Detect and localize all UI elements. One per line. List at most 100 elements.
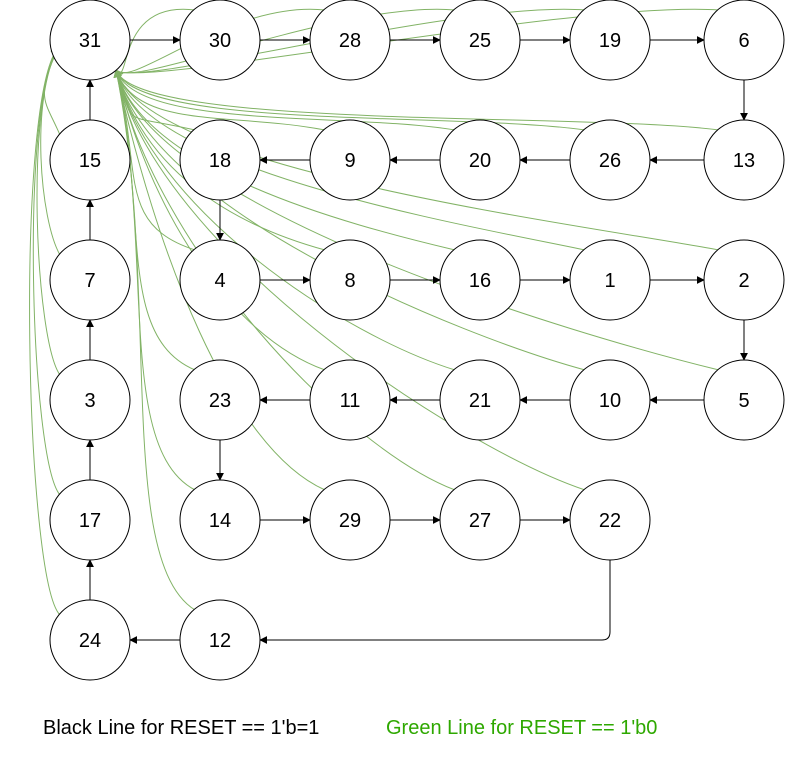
state-node-24: 24 [49,599,131,681]
state-label: 9 [344,150,355,172]
state-circle [439,479,521,561]
state-node-15: 15 [49,119,131,201]
state-label: 15 [79,150,101,172]
state-circle [439,0,521,81]
state-circle [49,0,131,81]
state-label: 22 [599,510,621,532]
state-circle [179,359,261,441]
reset-low-edge-n9-to-n31 [114,69,326,131]
state-node-26: 26 [569,119,651,201]
state-label: 12 [209,630,231,652]
state-label: 6 [738,30,749,52]
state-circle [569,359,651,441]
state-label: 24 [79,630,101,652]
state-circle [49,479,131,561]
state-node-2: 2 [703,239,785,321]
reset-low-edge-n22-to-n31 [113,69,586,491]
state-label: 20 [469,150,491,172]
state-node-21: 21 [439,359,521,441]
state-circle [309,0,391,81]
legend-reset-low: Green Line for RESET == 1'b0 [386,717,658,739]
state-label: 27 [469,510,491,532]
state-circle [179,0,261,81]
state-node-9: 9 [309,119,391,201]
state-circle [569,239,651,321]
state-circle [309,239,391,321]
state-node-18: 18 [179,119,261,201]
reset-low-edge-n27-to-n31 [113,69,456,491]
state-label: 5 [738,390,749,412]
state-label: 10 [599,390,621,412]
reset-low-edge-n3-to-n31 [36,47,61,376]
state-circle [569,119,651,201]
legend-reset-high: Black Line for RESET == 1'b=1 [43,717,320,739]
state-label: 26 [599,150,621,172]
state-node-29: 29 [309,479,391,561]
state-circle [49,239,131,321]
reset-high-transitions [86,36,748,644]
state-node-1: 1 [569,239,651,321]
state-circle [439,359,521,441]
state-circle [439,239,521,321]
state-label: 16 [469,270,491,292]
reset-low-edge-n25-to-n31 [115,8,456,79]
state-label: 8 [344,270,355,292]
reset-low-edge-n16-to-n31 [114,69,456,251]
state-node-14: 14 [179,479,261,561]
reset-low-edge-n29-to-n31 [113,69,326,491]
state-circle [569,0,651,81]
reset-low-edge-n5-to-n31 [113,69,720,371]
state-circle [309,359,391,441]
state-circle [179,239,261,321]
state-node-13: 13 [703,119,785,201]
state-label: 1 [604,270,615,292]
state-node-23: 23 [179,359,261,441]
state-node-16: 16 [439,239,521,321]
state-node-12: 12 [179,599,261,681]
state-node-30: 30 [179,0,261,81]
state-label: 18 [209,150,231,172]
state-circle [569,479,651,561]
state-node-10: 10 [569,359,651,441]
state-label: 3 [84,390,95,412]
state-node-8: 8 [309,239,391,321]
state-circle [309,119,391,201]
state-node-3: 3 [49,359,131,441]
state-label: 11 [340,390,361,412]
state-label: 19 [599,30,621,52]
state-circle [179,599,261,681]
state-label: 14 [209,510,231,532]
reset-low-edge-n21-to-n31 [113,69,456,371]
state-circle [179,119,261,201]
state-node-19: 19 [569,0,651,81]
state-label: 4 [214,270,225,292]
state-circle [49,359,131,441]
state-label: 23 [209,390,231,412]
state-circle [703,119,785,201]
state-node-17: 17 [49,479,131,561]
state-node-7: 7 [49,239,131,321]
state-node-20: 20 [439,119,521,201]
state-label: 25 [469,30,491,52]
state-node-28: 28 [309,0,391,81]
state-node-6: 6 [703,0,785,81]
state-node-27: 27 [439,479,521,561]
reset-low-edge-n13-to-n31 [114,69,720,131]
state-node-31: 31 [49,0,131,81]
state-circle [703,239,785,321]
state-circle [49,599,131,681]
reset-low-edge-n1-to-n31 [114,69,586,251]
state-node-25: 25 [439,0,521,81]
state-node-11: 11 [309,359,391,441]
state-label: 2 [738,270,749,292]
state-circle [703,0,785,81]
state-circle [179,479,261,561]
state-circle [49,119,131,201]
state-node-5: 5 [703,359,785,441]
reset-high-edge-n22-to-n12 [259,560,611,644]
reset-low-edge-n20-to-n31 [114,69,456,131]
state-label: 7 [84,270,95,292]
state-circle [309,479,391,561]
